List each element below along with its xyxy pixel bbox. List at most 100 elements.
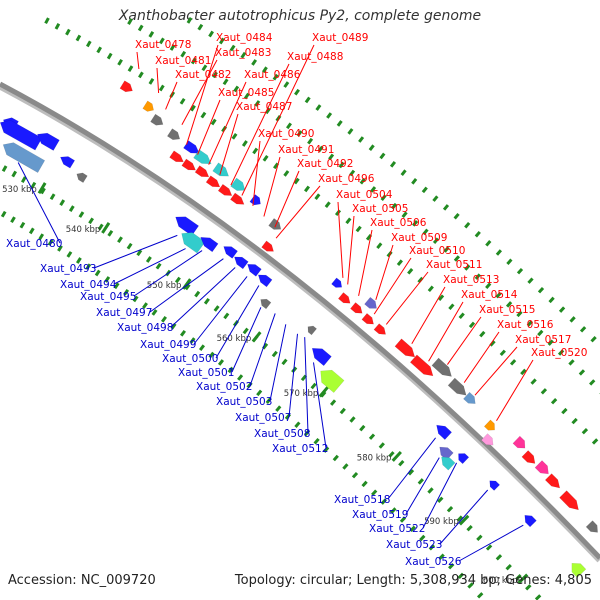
gene-label-forward[interactable]: Xaut_0520 xyxy=(531,347,587,359)
gene-label-forward[interactable]: Xaut_0511 xyxy=(426,259,482,271)
gene-label-reverse[interactable]: Xaut_0499 xyxy=(140,339,196,351)
gene-label-forward[interactable]: Xaut_0481 xyxy=(155,55,211,67)
gene-arrow[interactable] xyxy=(217,183,234,199)
gene-label-reverse[interactable]: Xaut_0523 xyxy=(386,539,442,551)
gene-label-reverse[interactable]: Xaut_0494 xyxy=(60,279,117,291)
gene-label-reverse[interactable]: Xaut_0518 xyxy=(334,494,390,506)
gene-arrow[interactable] xyxy=(534,460,552,478)
gene-arrow[interactable] xyxy=(431,357,455,380)
gene-label-reverse[interactable]: Xaut_0512 xyxy=(272,443,328,455)
gene-label-forward[interactable]: Xaut_0492 xyxy=(297,158,353,170)
gene-label-reverse[interactable]: Xaut_0503 xyxy=(216,396,272,408)
gene-arrow[interactable] xyxy=(315,365,345,394)
gene-label-reverse[interactable]: Xaut_0480 xyxy=(6,238,62,250)
gene-arrow[interactable] xyxy=(119,80,135,95)
gene-arrow[interactable] xyxy=(183,140,201,157)
gene-arrow[interactable] xyxy=(433,421,453,440)
gene-arrow[interactable] xyxy=(361,313,376,327)
gene-arrow[interactable] xyxy=(268,218,284,232)
gene-label-forward[interactable]: Xaut_0483 xyxy=(215,47,271,59)
gene-arrow[interactable] xyxy=(245,261,262,277)
gene-arrow[interactable] xyxy=(559,490,583,514)
gene-label-forward[interactable]: Xaut_0496 xyxy=(318,173,375,185)
gene-arrow[interactable] xyxy=(166,128,182,143)
gene-arrow[interactable] xyxy=(172,212,200,237)
gene-arrow[interactable] xyxy=(463,391,478,407)
gene-label-forward[interactable]: Xaut_0504 xyxy=(336,189,393,201)
gene-arrow[interactable] xyxy=(75,171,88,183)
gene-label-reverse[interactable]: Xaut_0493 xyxy=(40,263,96,275)
gene-label-reverse[interactable]: Xaut_0526 xyxy=(405,556,462,568)
gene-arrow[interactable] xyxy=(212,162,232,180)
gene-arrow[interactable] xyxy=(331,277,344,291)
gene-arrow[interactable] xyxy=(350,302,364,316)
gene-label-reverse[interactable]: Xaut_0507 xyxy=(235,412,291,424)
gene-arrow[interactable] xyxy=(522,512,537,528)
gene-label-reverse[interactable]: Xaut_0498 xyxy=(117,322,173,334)
gene-arrow[interactable] xyxy=(337,292,352,307)
gene-label-reverse[interactable]: Xaut_0519 xyxy=(352,509,408,521)
gene-label-forward[interactable]: Xaut_0513 xyxy=(443,274,499,286)
gene-arrow[interactable] xyxy=(373,323,388,338)
gene-arrow[interactable] xyxy=(544,473,563,492)
gene-arrow[interactable] xyxy=(0,139,46,173)
gene-arrow[interactable] xyxy=(232,253,249,270)
gene-label-forward[interactable]: Xaut_0510 xyxy=(409,245,465,257)
gene-arrow[interactable] xyxy=(181,158,198,173)
gene-arrow[interactable] xyxy=(261,240,276,255)
gene-label-reverse[interactable]: Xaut_0522 xyxy=(369,523,425,535)
gene-arrow[interactable] xyxy=(0,116,43,151)
gene-arrow[interactable] xyxy=(487,478,501,491)
gene-arrow[interactable] xyxy=(438,453,456,471)
gene-arrow[interactable] xyxy=(568,559,587,578)
gene-arrow[interactable] xyxy=(178,228,206,254)
gene-arrow[interactable] xyxy=(230,192,246,208)
gene-label-reverse[interactable]: Xaut_0502 xyxy=(196,381,252,393)
gene-label-reverse[interactable]: Xaut_0495 xyxy=(80,291,136,303)
gene-arrow[interactable] xyxy=(230,177,248,194)
gene-label-forward[interactable]: Xaut_0509 xyxy=(391,232,447,244)
gene-arrow[interactable] xyxy=(169,150,186,165)
gene-label-forward[interactable]: Xaut_0505 xyxy=(352,203,408,215)
gene-arrow[interactable] xyxy=(258,296,272,310)
gene-arrow[interactable] xyxy=(305,324,317,336)
gene-label-forward[interactable]: Xaut_0506 xyxy=(370,217,427,229)
gene-label-forward[interactable]: Xaut_0488 xyxy=(287,51,343,63)
gene-arrow[interactable] xyxy=(585,520,600,536)
gene-arrow[interactable] xyxy=(58,153,76,169)
gene-arrow[interactable] xyxy=(521,450,538,466)
gene-arrow[interactable] xyxy=(221,243,238,259)
gene-label-forward[interactable]: Xaut_0489 xyxy=(312,32,368,44)
gene-arrow[interactable] xyxy=(308,344,332,367)
gene-label-reverse[interactable]: Xaut_0501 xyxy=(178,367,234,379)
gene-label-forward[interactable]: Xaut_0490 xyxy=(258,128,314,140)
gene-arrow[interactable] xyxy=(483,419,497,433)
gene-label-forward[interactable]: Xaut_0514 xyxy=(461,289,518,301)
gene-arrow[interactable] xyxy=(364,296,380,312)
gene-label-forward[interactable]: Xaut_0517 xyxy=(515,334,571,346)
gene-label-forward[interactable]: Xaut_0487 xyxy=(236,101,292,113)
gene-arrow[interactable] xyxy=(394,338,418,361)
gene-arrow[interactable] xyxy=(150,113,166,128)
gene-arrow[interactable] xyxy=(447,377,470,399)
gene-label-forward[interactable]: Xaut_0491 xyxy=(278,144,334,156)
gene-arrow[interactable] xyxy=(205,175,222,191)
gene-arrow[interactable] xyxy=(34,129,60,151)
gene-arrow[interactable] xyxy=(249,194,263,208)
gene-label-reverse[interactable]: Xaut_0508 xyxy=(254,428,310,440)
gene-label-forward[interactable]: Xaut_0478 xyxy=(135,39,191,51)
gene-arrow[interactable] xyxy=(512,435,529,452)
gene-label-reverse[interactable]: Xaut_0500 xyxy=(162,353,218,365)
gene-label-forward[interactable]: Xaut_0516 xyxy=(497,319,554,331)
gene-label-forward[interactable]: Xaut_0484 xyxy=(216,32,273,44)
gene-label-reverse[interactable]: Xaut_0497 xyxy=(96,307,152,319)
gene-arrow[interactable] xyxy=(194,165,211,181)
gene-arrow[interactable] xyxy=(198,233,219,253)
gene-arrow[interactable] xyxy=(480,433,496,449)
gene-arrow[interactable] xyxy=(455,450,470,465)
gene-label-forward[interactable]: Xaut_0482 xyxy=(175,69,231,81)
gene-label-forward[interactable]: Xaut_0515 xyxy=(479,304,535,316)
gene-arrow[interactable] xyxy=(142,100,156,114)
gene-arrow[interactable] xyxy=(256,271,273,288)
gene-label-forward[interactable]: Xaut_0486 xyxy=(244,69,301,81)
